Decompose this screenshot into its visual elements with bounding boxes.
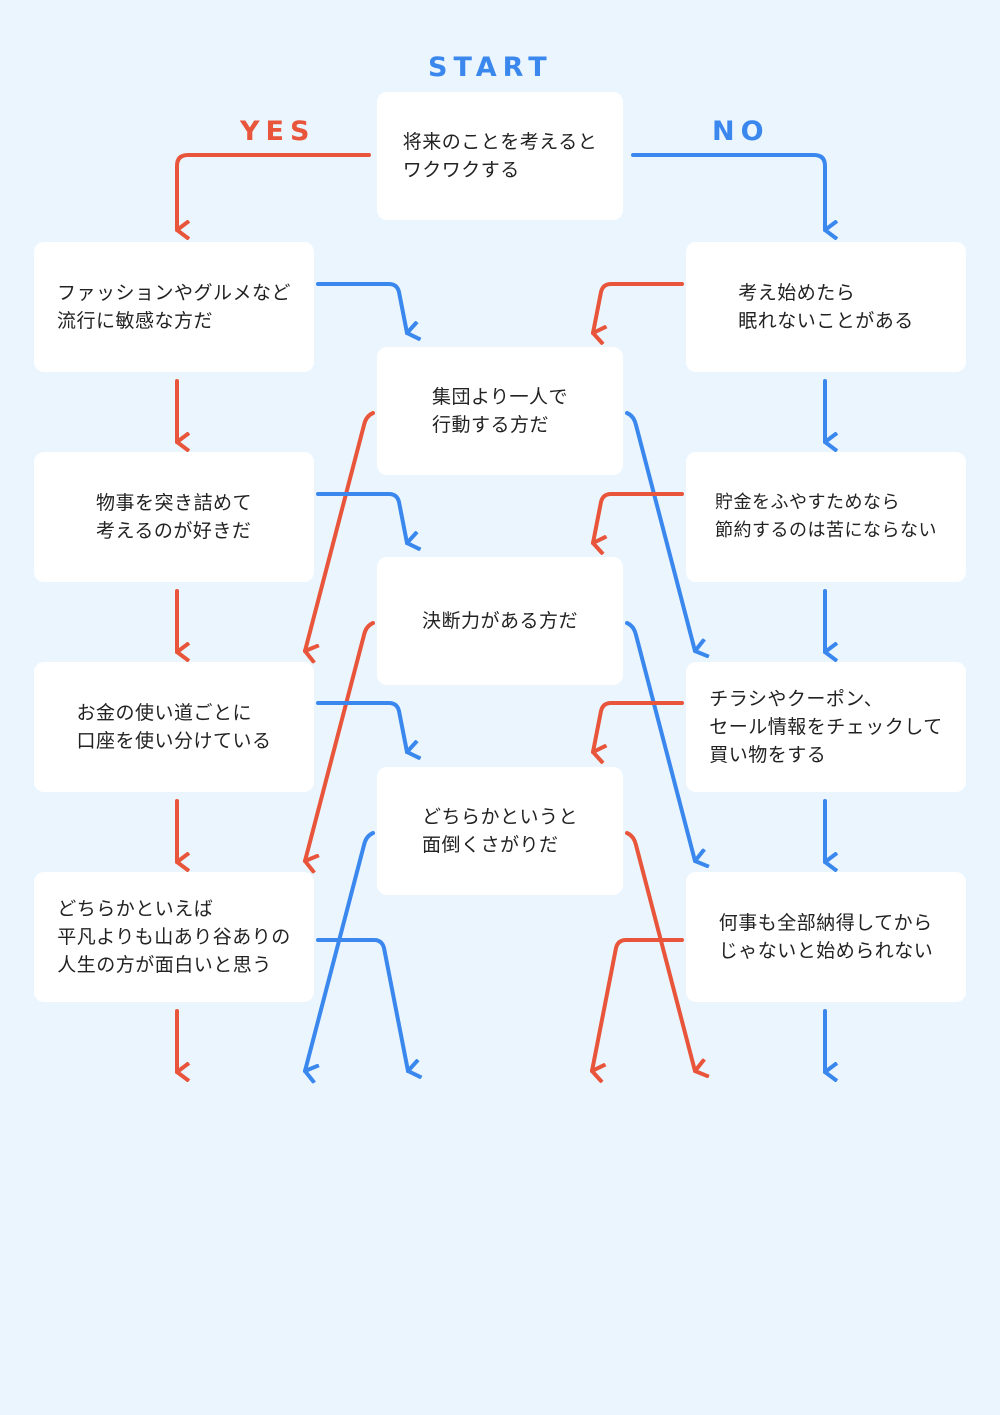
question-text: 将来のことを考えると ワクワクする — [402, 131, 598, 181]
question-saving: 貯金をふやすためなら 節約するのは苦にならない — [686, 452, 966, 582]
question-coupons: チラシやクーポン、 セール情報をチェックして 買い物をする — [686, 662, 966, 792]
arrow-fashion-no — [316, 282, 407, 333]
question-text: 集団より一人で 行動する方だ — [431, 386, 569, 436]
arrow-yes-start — [175, 153, 371, 230]
arrow-lazy-no — [305, 831, 375, 1071]
question-text: どちらかといえば 平凡よりも山あり谷ありの 人生の方が面白いと思う — [57, 898, 291, 976]
question-pursue: 物事を突き詰めて 考えるのが好きだ — [34, 452, 314, 582]
question-ups-downs: どちらかといえば 平凡よりも山あり谷ありの 人生の方が面白いと思う — [34, 872, 314, 1002]
question-lazy: どちらかというと 面倒くさがりだ — [377, 767, 623, 895]
arrow-no-start — [631, 153, 825, 230]
no-label: NO — [712, 116, 770, 147]
question-start: 将来のことを考えると ワクワクする — [377, 92, 623, 220]
arrow-accounts-no — [316, 701, 407, 752]
question-text: チラシやクーポン、 セール情報をチェックして 買い物をする — [709, 688, 943, 766]
question-accounts: お金の使い道ごとに 口座を使い分けている — [34, 662, 314, 792]
question-convinced: 何事も全部納得してから じゃないと始められない — [686, 872, 966, 1002]
arrow-ups-downs-no — [316, 938, 408, 1071]
question-text: 考え始めたら 眠れないことがある — [738, 282, 914, 332]
arrow-coupons-yes — [593, 701, 684, 752]
question-sleepless: 考え始めたら 眠れないことがある — [686, 242, 966, 372]
yes-label: YES — [240, 116, 316, 147]
arrow-decisive-yes — [305, 621, 375, 861]
question-text: ファッションやグルメなど 流行に敏感な方だ — [56, 282, 291, 332]
question-decisive: 決断力がある方だ — [377, 557, 623, 685]
question-text: 物事を突き詰めて 考えるのが好きだ — [95, 492, 252, 542]
arrow-sleepless-yes — [593, 282, 684, 333]
question-text: 決断力がある方だ — [421, 610, 578, 632]
question-solo: 集団より一人で 行動する方だ — [377, 347, 623, 475]
question-text: 貯金をふやすためなら 節約するのは苦にならない — [715, 492, 937, 541]
start-label: START — [428, 52, 553, 83]
question-text: 何事も全部納得してから じゃないと始められない — [718, 912, 934, 962]
question-text: どちらかというと 面倒くさがりだ — [421, 806, 578, 856]
arrow-decisive-no — [625, 621, 695, 861]
arrow-pursue-no — [316, 492, 407, 543]
question-text: お金の使い道ごとに 口座を使い分けている — [76, 702, 272, 752]
arrow-solo-no — [625, 411, 695, 651]
question-fashion: ファッションやグルメなど 流行に敏感な方だ — [34, 242, 314, 372]
arrow-lazy-yes — [625, 831, 695, 1071]
arrow-solo-yes — [305, 411, 375, 651]
arrow-saving-yes — [593, 492, 684, 543]
arrow-convinced-yes — [592, 938, 684, 1071]
